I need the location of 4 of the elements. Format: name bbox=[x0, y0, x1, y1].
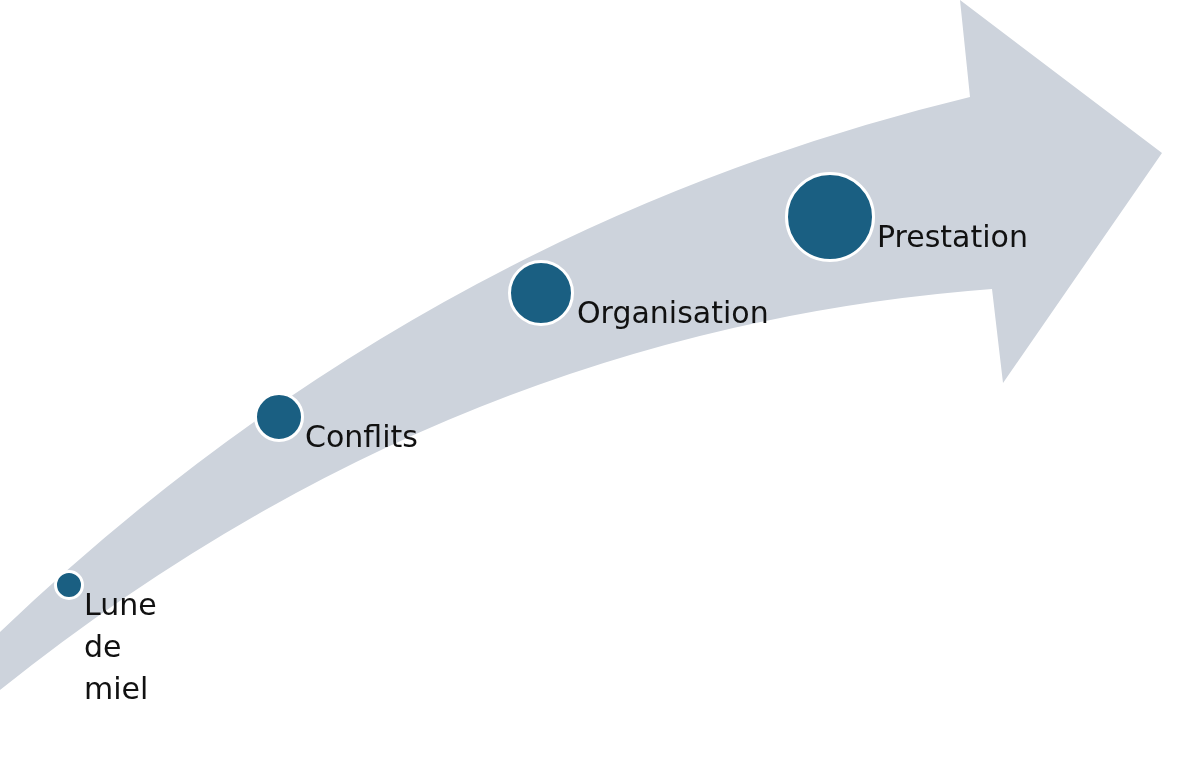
stage-label: Organisation bbox=[577, 294, 769, 332]
stage-label: Lune de miel bbox=[84, 586, 157, 708]
stage-label: Conflits bbox=[305, 418, 418, 456]
stage-label: Prestation bbox=[877, 218, 1028, 256]
